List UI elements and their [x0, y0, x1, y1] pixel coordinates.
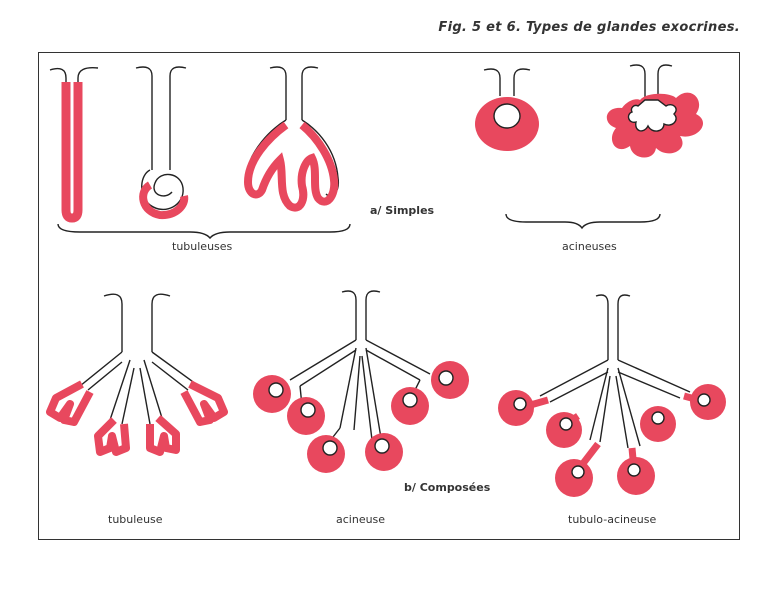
- brace-tubular: [57, 223, 351, 240]
- compound-tubular-gland: [46, 293, 228, 456]
- simple-lobed-acinar-gland: [606, 64, 704, 158]
- simple-round-acinar-gland: [475, 68, 539, 151]
- label-acinar-compound: acineuse: [336, 513, 386, 526]
- section-label-simple: a/ Simples: [370, 204, 435, 217]
- simple-coiled-tubular-gland: [135, 66, 189, 220]
- simple-straight-tubular-gland: [49, 67, 99, 223]
- figure-frame: [38, 52, 740, 540]
- brace-acinar: [505, 213, 661, 230]
- compound-acinar-gland: [253, 290, 469, 473]
- simple-branched-tubular-gland: [243, 66, 340, 212]
- section-label-compound: b/ Composées: [404, 481, 491, 494]
- label-acinar-simple: acineuses: [562, 240, 617, 253]
- label-tubuloacinar-compound: tubulo-acineuse: [568, 513, 657, 526]
- compound-tubuloacinar-gland: [498, 294, 726, 497]
- label-tubular-simple: tubuleuses: [172, 240, 233, 253]
- figure-title: Fig. 5 et 6. Types de glandes exocrines.: [438, 20, 740, 35]
- label-tubular-compound: tubuleuse: [108, 513, 163, 526]
